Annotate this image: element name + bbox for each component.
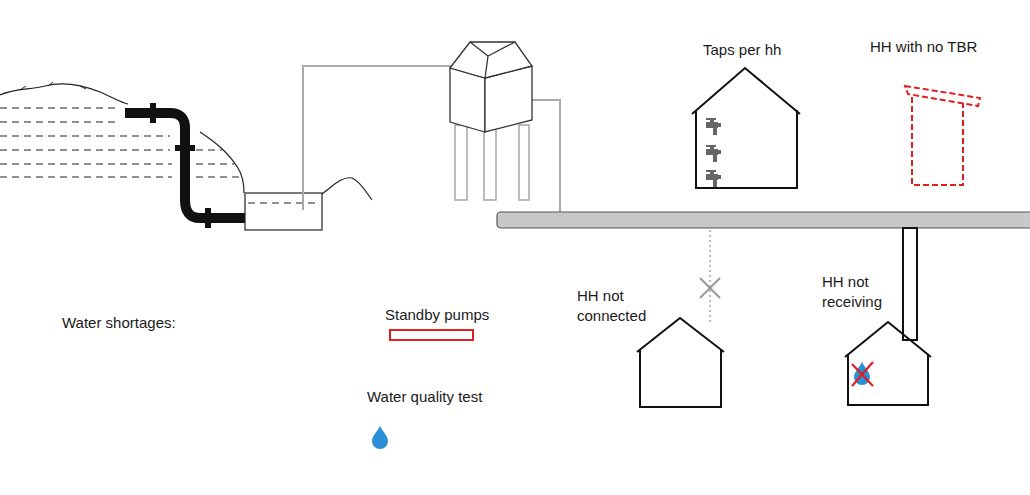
label-text: Taps per hh [703,40,781,60]
house-not-receiving [845,228,931,405]
label-text: Water shortages: [62,313,176,333]
label-text: HH not receiving [822,272,900,312]
taps-house [692,68,800,188]
feed-line [530,100,560,212]
shed-no-tbr [905,86,980,185]
main-pipe [497,212,1030,228]
intake-pipe [125,103,250,228]
label-text: HH not connected [577,286,659,326]
standby-pump-symbol [390,330,473,340]
water-dashes [0,108,240,177]
label-text: Water quality test [367,387,482,407]
reservoir [245,193,322,230]
water-tower [450,42,532,200]
water-drop-icon [372,426,388,449]
label-text: HH with no TBR [870,37,977,57]
feed-line [303,66,452,210]
house-not-connected [637,230,724,407]
label-text: Standby pumps [385,305,489,325]
